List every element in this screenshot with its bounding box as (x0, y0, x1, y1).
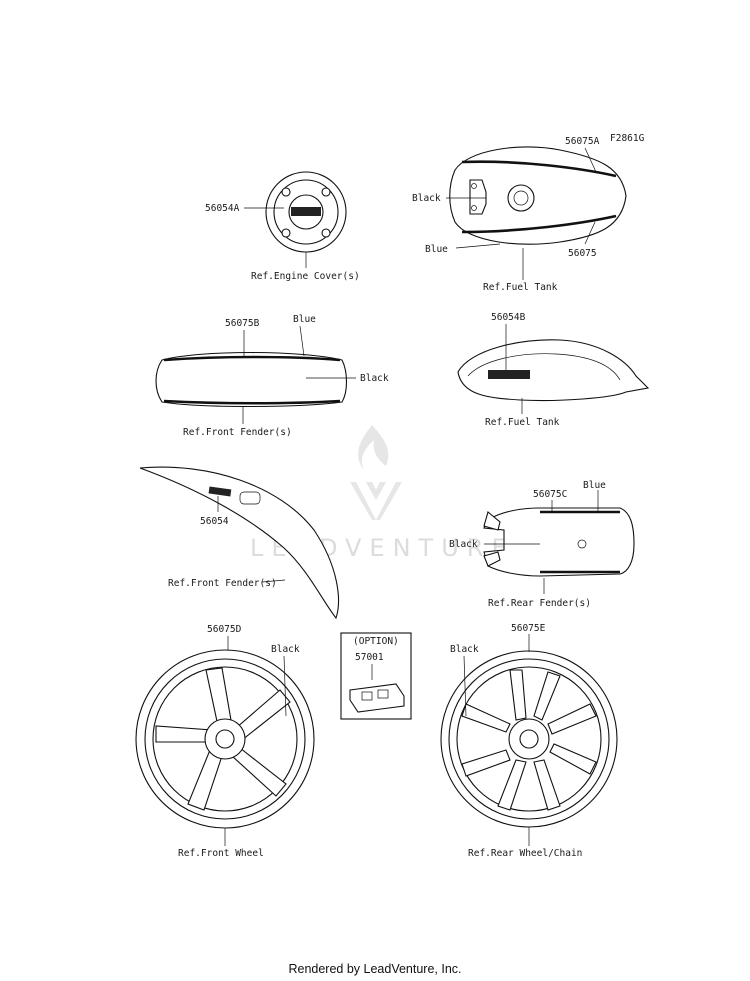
front-fender-top-body (155, 351, 348, 408)
footer-credit: Rendered by LeadVenture, Inc. (288, 962, 462, 976)
option-part-57001 (349, 683, 405, 713)
fuel-cap (507, 184, 535, 212)
ref-front-fender-1: Ref.Front Fender(s) (183, 427, 292, 438)
fuel-tank-top-group: Black Blue 56075A 56075 Ref.Fuel Tank (412, 136, 627, 293)
ref-front-wheel: Ref.Front Wheel (178, 848, 264, 859)
fender-decal-56054 (208, 486, 232, 497)
part-57001: 57001 (355, 652, 384, 663)
figure-code: F2861G (610, 133, 645, 144)
part-56075B: 56075B (225, 318, 260, 329)
color-black-front-wheel: Black (271, 644, 300, 655)
fuel-tank-side-body (457, 339, 650, 402)
part-56075C: 56075C (533, 489, 567, 500)
front-wheel-spokes (155, 667, 291, 811)
kawasaki-emblem (291, 207, 321, 216)
part-56054A: 56054A (205, 203, 240, 214)
ref-front-fender-2: Ref.Front Fender(s) (168, 578, 277, 589)
part-56075D: 56075D (207, 624, 242, 635)
part-56054: 56054 (200, 516, 229, 527)
part-56054B: 56054B (491, 312, 526, 323)
color-black-fender: Black (360, 373, 389, 384)
ref-fuel-tank-2: Ref.Fuel Tank (485, 417, 560, 428)
color-black-tank: Black (412, 193, 441, 204)
rear-wheel-spokes (461, 669, 597, 811)
rear-fender-body (483, 507, 635, 577)
part-56075E: 56075E (511, 623, 546, 634)
kawasaki-tank-logo (488, 370, 530, 379)
engine-cover-group: 56054A Ref.Engine Cover(s) (205, 171, 360, 282)
option-label: (OPTION) (353, 636, 399, 647)
ref-rear-fender: Ref.Rear Fender(s) (488, 598, 591, 609)
ref-fuel-tank-1: Ref.Fuel Tank (483, 282, 558, 293)
front-fender-side-group: 56054 Ref.Front Fender(s) (139, 466, 339, 620)
color-blue-tank: Blue (425, 244, 448, 255)
rear-wheel-group: 56075E Black Ref.Rear Wheel/Chain (440, 623, 618, 859)
part-56075: 56075 (568, 248, 597, 259)
rear-fender-group: Black 56075C Blue Ref.Rear Fender(s) (449, 480, 635, 609)
option-box-group: (OPTION) 57001 (340, 632, 412, 720)
front-fender-top-group: 56075B Blue Black Ref.Front Fender(s) (155, 314, 389, 438)
part-56075A: 56075A (565, 136, 600, 147)
color-blue-fender: Blue (293, 314, 316, 325)
fuel-tank-top-body (449, 146, 627, 245)
color-black-rear-fender: Black (449, 539, 478, 550)
color-black-rear-wheel: Black (450, 644, 479, 655)
ref-engine-cover: Ref.Engine Cover(s) (251, 271, 360, 282)
fuel-tank-side-group: 56054B Ref.Fuel Tank (457, 312, 650, 428)
color-blue-rear-fender: Blue (583, 480, 606, 491)
front-wheel-group: 56075D Black Ref.Front Wheel (135, 624, 315, 859)
front-fender-side-body (139, 466, 339, 620)
ref-rear-wheel: Ref.Rear Wheel/Chain (468, 848, 582, 859)
